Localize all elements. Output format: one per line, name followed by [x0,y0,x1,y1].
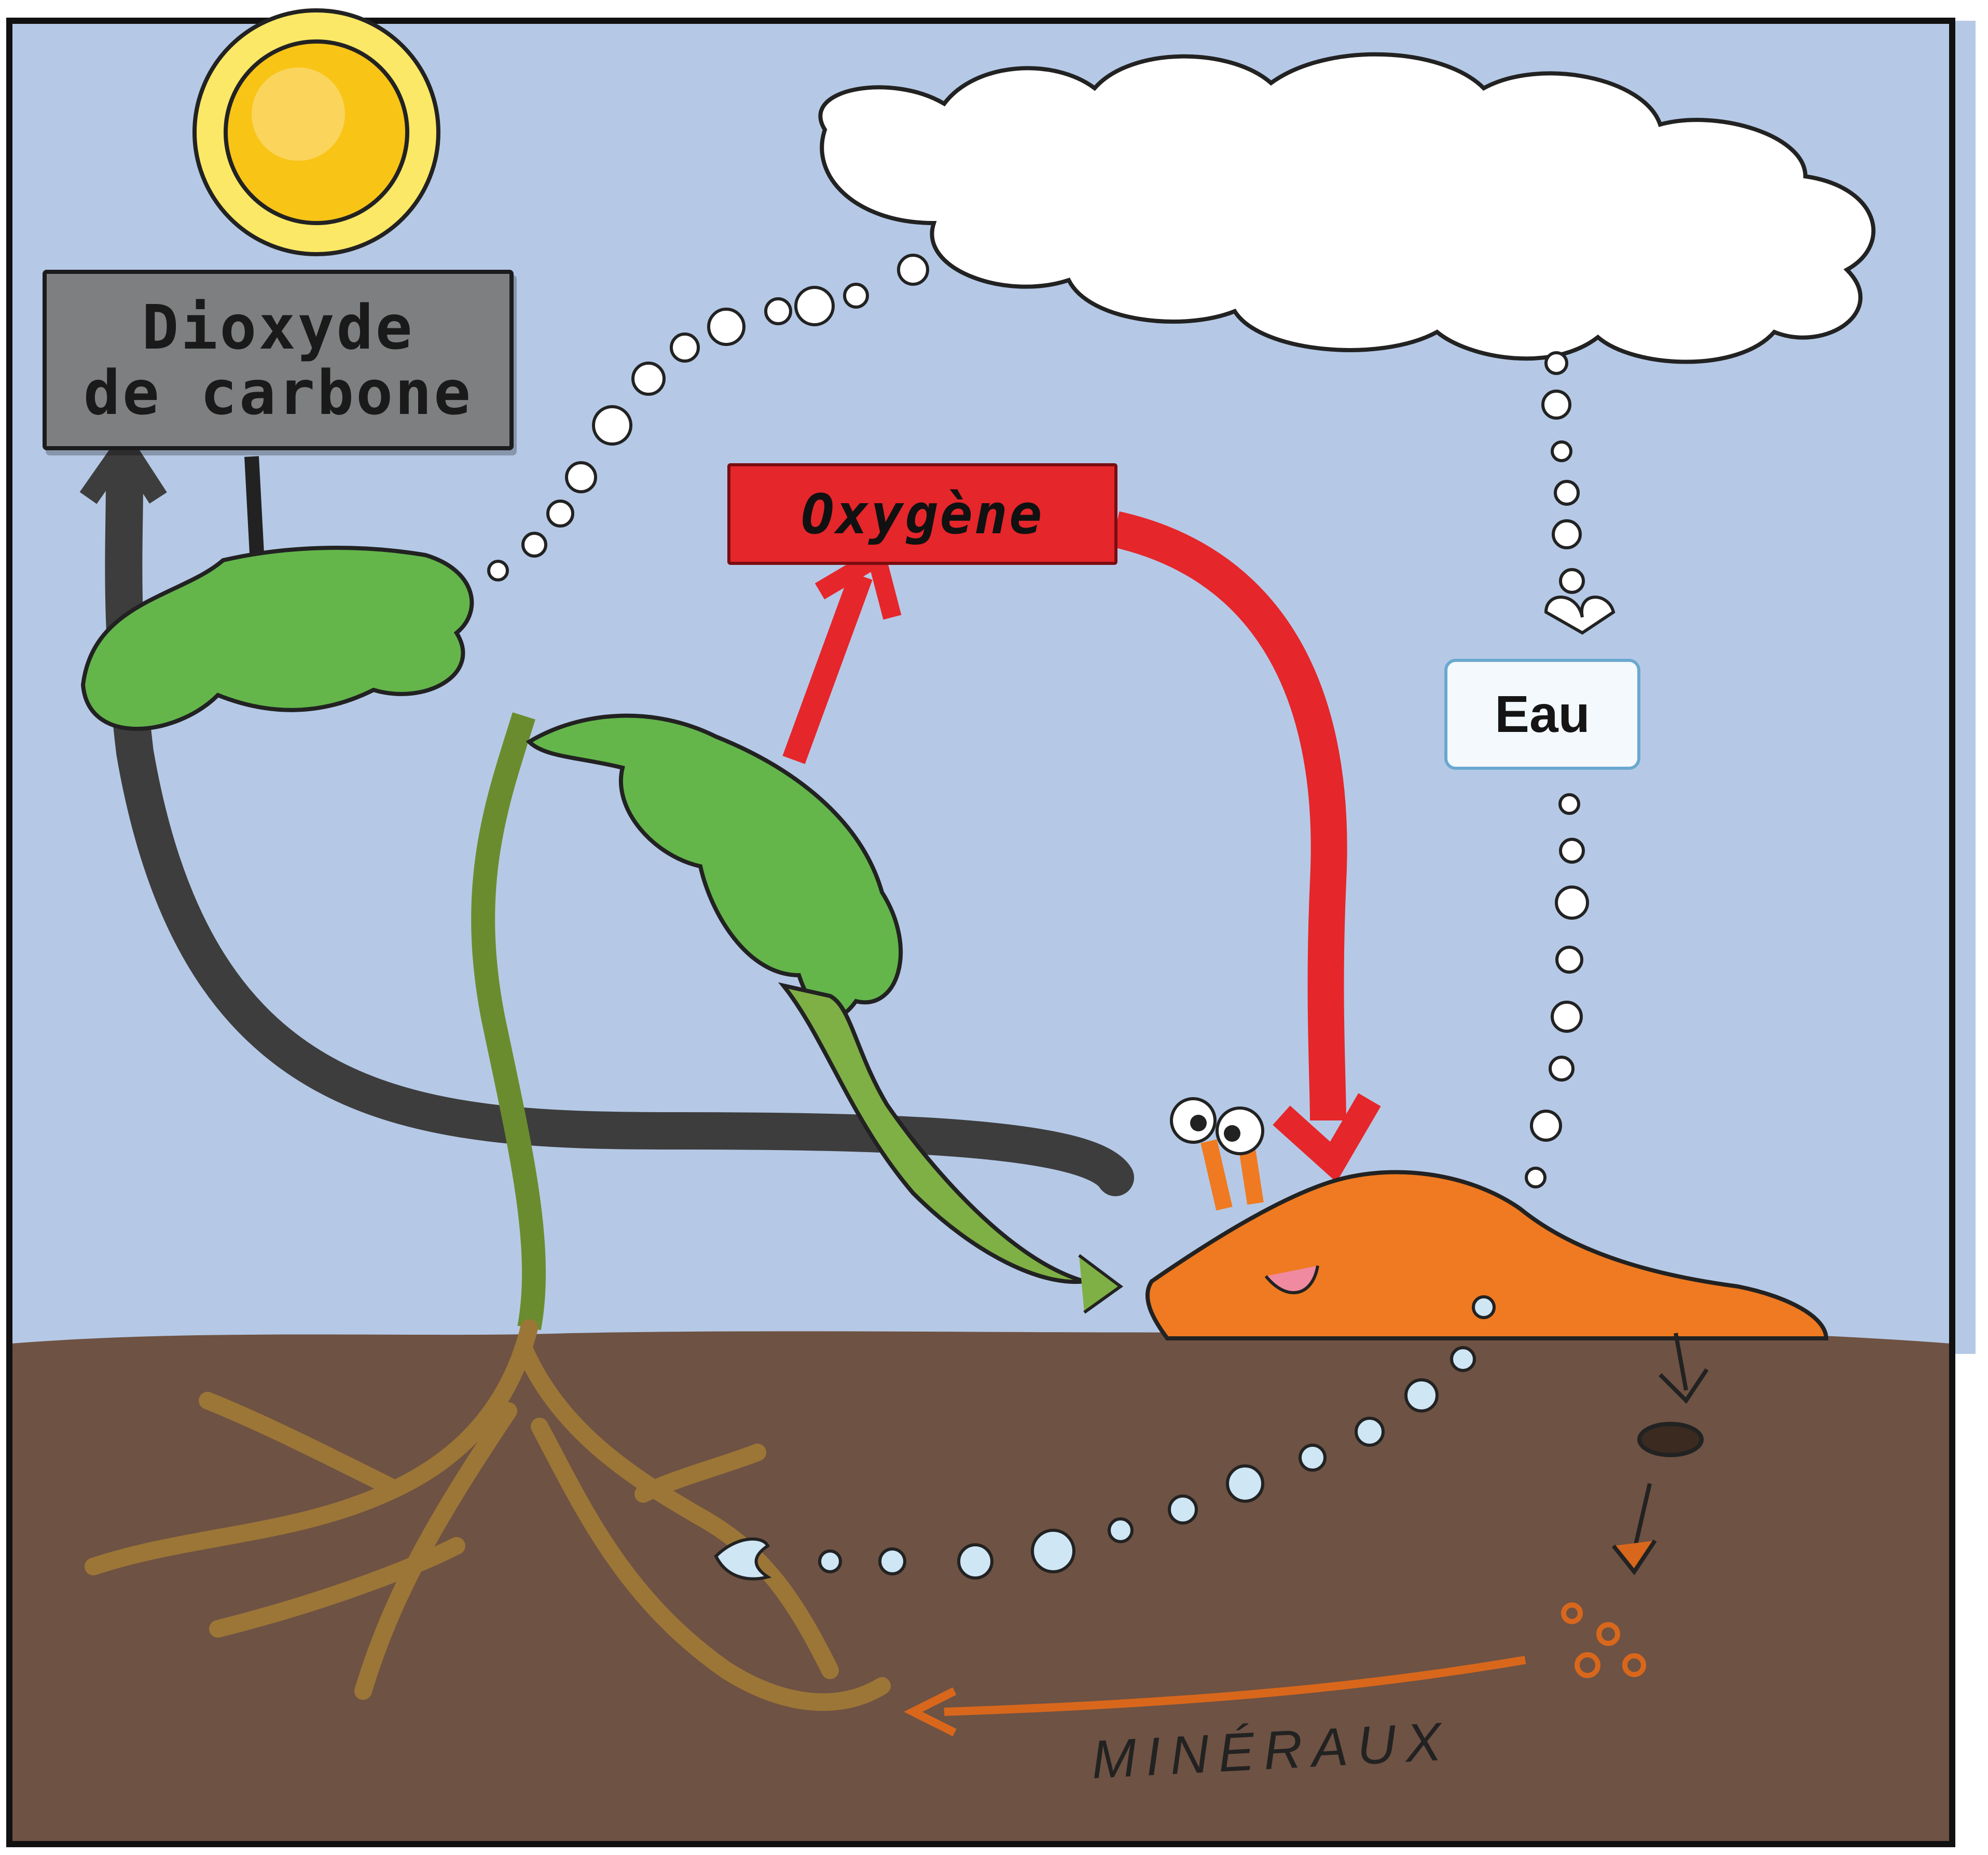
sun-icon [192,8,440,256]
roots [85,1319,891,1711]
oxygen-to-slug-arrow [1111,511,1347,1121]
plant-leaf-arrow-head [1078,1254,1124,1314]
oxygen-to-slug-arrow-head [1273,1093,1381,1183]
soil [11,1328,1951,1847]
water-drops-evaporation [487,254,929,582]
oxygen-up-arrow [782,572,873,764]
minerals-cycle [904,1333,1709,1737]
carbon-dioxide-label: Dioxyde de carbone [43,270,514,450]
water-drops-soil [714,1295,1496,1581]
panel-frame [6,18,1955,1847]
water-drops-rain [1525,351,1616,1188]
water-label: Eau [1444,659,1640,770]
plant [80,546,1124,1331]
plant-stem [471,712,546,1331]
cloud-icon [818,52,1876,364]
oxygen-label: Oxygène [727,463,1117,565]
plant-leaf-top [80,546,474,731]
slug-icon [1145,1097,1829,1340]
